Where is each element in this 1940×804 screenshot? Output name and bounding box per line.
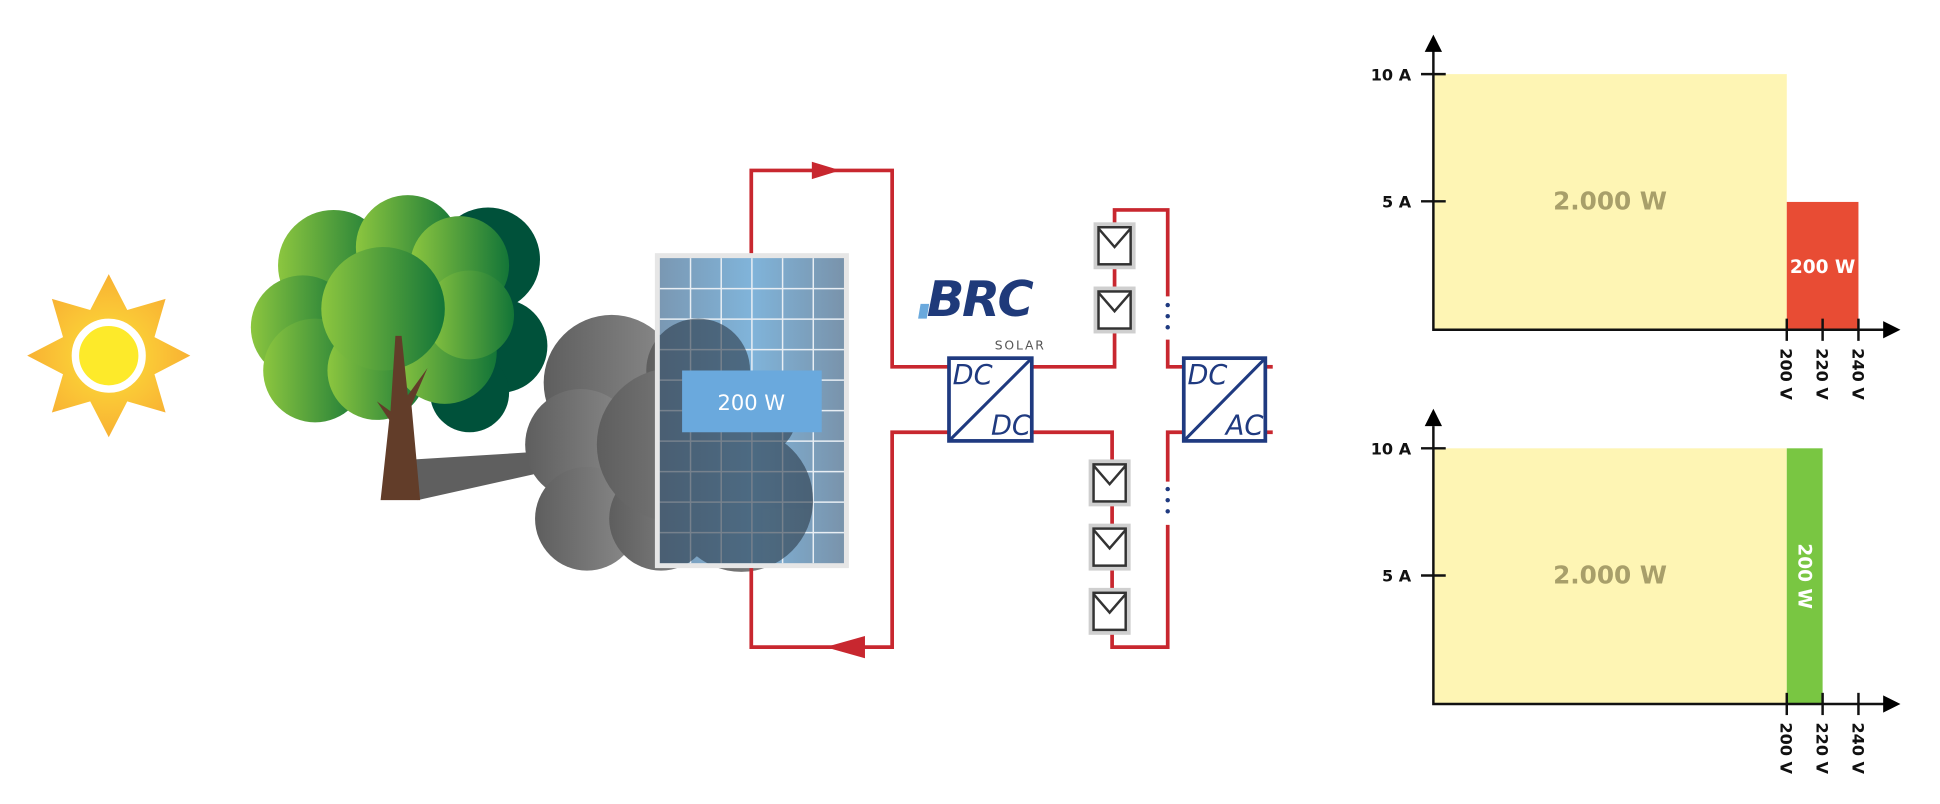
tree-icon [250,195,548,501]
power-block-label: 200 W [1790,257,1856,278]
power-block [1433,448,1787,704]
pv-module-icon [1093,286,1136,334]
inverter-out-label: AC [1224,411,1264,442]
power-block-label: 200 W [1794,543,1815,609]
pv-module-icon [1093,222,1136,270]
optimizer-out-label: DC [991,411,1031,442]
dc-dc-optimizer: DC DC [947,356,1034,443]
x-tick-label: 240 V [1848,348,1867,400]
x-tick-label: 200 V [1777,348,1796,400]
current-arrow-left [825,636,865,659]
logo-sub: SOLAR [995,339,1046,353]
inverter-in-label: DC [1187,360,1227,391]
pv-module-icon [1088,523,1131,571]
current-arrow-right [811,161,841,180]
x-tick-label: 240 V [1848,722,1867,774]
y-tick-label: 10 A [1371,439,1412,458]
power-block [1433,74,1787,330]
dc-ac-inverter: DC AC [1181,356,1268,443]
chart-optimized: 2.000 W 200 W 10 A 5 A 200 V 220 V 240 V [1371,408,1901,775]
power-block [1786,201,1859,330]
brc-solar-logo: BRC SOLAR [918,270,1046,353]
wiring [749,161,1273,659]
power-block [1786,448,1823,704]
x-tick-label: 220 V [1812,348,1831,400]
x-axis-arrow [1883,321,1901,339]
x-axis-arrow [1883,695,1901,713]
y-axis-arrow [1424,34,1443,52]
sun-icon [27,274,191,438]
panel-power-label-box [682,370,822,433]
pv-modules [1088,222,1136,635]
more-modules-dots [1165,302,1170,514]
panel-power-label: 200 W [718,391,786,415]
chart-mismatch: 2.000 W 200 W 10 A 5 A 200 V 220 V 240 V [1371,34,1901,400]
logo-brand: BRC [927,270,1034,328]
y-axis-arrow [1424,408,1443,427]
tree-shadow [415,452,534,501]
pv-module-icon [1088,587,1131,635]
x-tick-label: 200 V [1777,722,1796,774]
pv-module-icon [1088,459,1131,507]
optimizer-in-label: DC [953,360,993,391]
y-tick-label: 5 A [1382,567,1412,586]
y-tick-label: 5 A [1382,192,1412,211]
solar-panel: 200 W [654,253,849,569]
y-tick-label: 10 A [1371,65,1412,84]
power-block-label: 2.000 W [1553,561,1667,590]
x-tick-label: 220 V [1812,722,1831,774]
power-block-label: 2.000 W [1553,186,1667,215]
